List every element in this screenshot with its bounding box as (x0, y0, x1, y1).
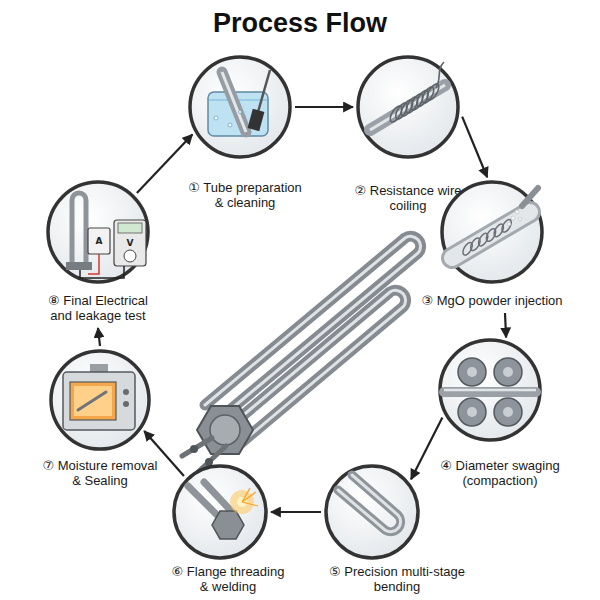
step-name: ⑧ Final Electrical and leakage test (41, 293, 156, 323)
step-label: ⑤ Precision multi-stage bending (322, 564, 472, 594)
circle-outline (46, 180, 150, 284)
flow-arrow (144, 431, 184, 476)
circle-border (190, 57, 290, 157)
flow-arrow (98, 328, 100, 346)
step-name: ③ MgO powder injection (412, 293, 572, 308)
circle-border (326, 466, 418, 558)
process-step-circle: ③ MgO powder injection (440, 180, 544, 284)
flow-arrow (137, 135, 192, 194)
circle-border (51, 351, 149, 449)
flow-arrow (505, 313, 506, 337)
diagram-title: Process Flow (0, 8, 600, 39)
terminal-rod (182, 438, 212, 456)
process-step-circle: ② Resistance wire coiling (356, 55, 460, 159)
flange-face (210, 415, 240, 445)
process-step-circle: ⑧ Final Electrical and leakage test (46, 180, 150, 284)
heater-tube (205, 236, 421, 420)
circle-border (48, 182, 148, 282)
circle-outline (172, 464, 268, 560)
circle-border (358, 57, 458, 157)
step-label: ⑥ Flange threading & welding (168, 564, 288, 594)
circle-outline (356, 55, 460, 159)
circle-outline (49, 349, 151, 451)
circle-outline (324, 464, 420, 560)
process-step-circle: ⑥ Flange threading & welding (172, 464, 268, 560)
tube-highlight (228, 290, 406, 443)
terminal-nut (205, 458, 213, 466)
meter-symbol: V (127, 238, 134, 248)
circle-outline (438, 338, 542, 442)
step-label: ① Tube preparation & cleaning (185, 180, 306, 210)
circle-outline (188, 55, 292, 159)
step-label: ③ MgO powder injection (412, 293, 572, 308)
terminal-nut (190, 445, 198, 453)
process-step-circle: ⑦ Moisture removal & Sealing (49, 349, 151, 451)
flow-arrow (271, 511, 321, 513)
step-name: ① Tube preparation & cleaning (185, 180, 306, 210)
step-label: ④ Diameter swaging (compaction) (435, 458, 565, 488)
step-name: ④ Diameter swaging (compaction) (435, 458, 565, 488)
step-label: ⑦ Moisture removal & Sealing (39, 458, 161, 488)
process-step-circle: ⑤ Precision multi-stage bending (324, 464, 420, 560)
step-name: ⑦ Moisture removal & Sealing (39, 458, 161, 488)
step-label: ⑧ Final Electrical and leakage test (41, 293, 156, 323)
flow-arrow (411, 418, 442, 480)
tube-highlight (205, 236, 421, 420)
circle-border (440, 340, 540, 440)
circle-border (442, 182, 542, 282)
circle-border (174, 466, 266, 558)
heater-tube (228, 290, 406, 443)
circle-outline (440, 180, 544, 284)
flow-arrow (462, 117, 487, 178)
process-step-circle: ① Tube preparation & cleaning (188, 55, 292, 159)
step-name: ⑥ Flange threading & welding (168, 564, 288, 594)
flow-arrow (295, 106, 353, 108)
step-name: ⑤ Precision multi-stage bending (322, 564, 472, 594)
meter-symbol: A (96, 236, 103, 246)
process-step-circle: ④ Diameter swaging (compaction) (438, 338, 542, 442)
